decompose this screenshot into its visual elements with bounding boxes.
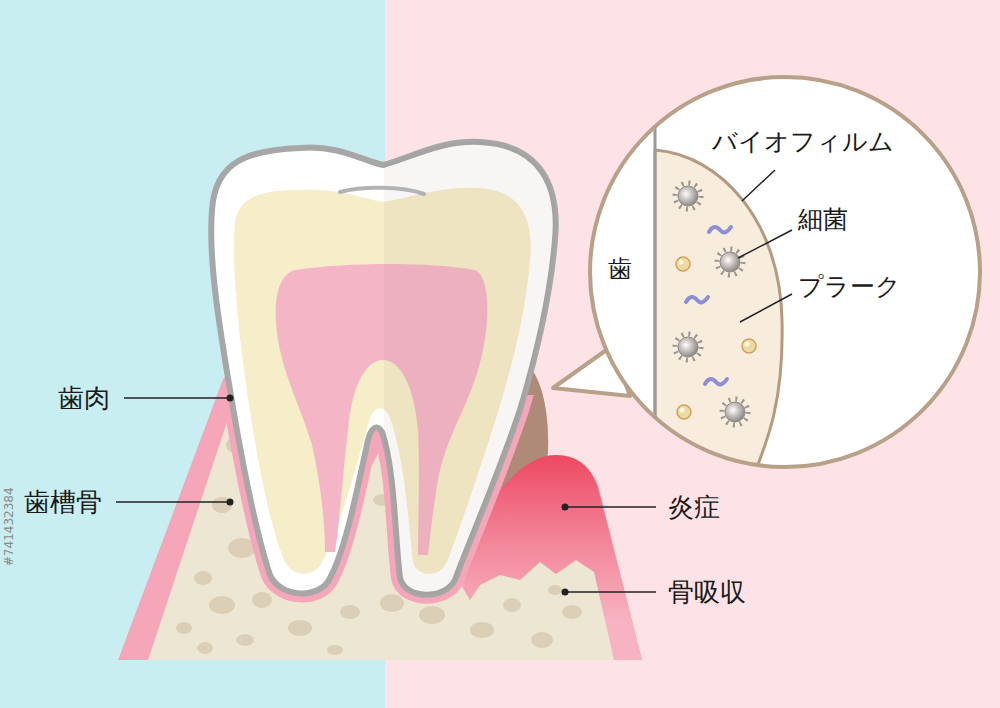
bacterium xyxy=(675,334,701,360)
part-label: 細菌 xyxy=(798,205,848,235)
bacterium xyxy=(722,399,748,425)
coccus xyxy=(676,257,690,271)
callout-leaders xyxy=(738,170,792,322)
bacterium xyxy=(717,249,743,275)
part-label: 炎症 xyxy=(668,492,720,523)
stock-id-watermark: #741432384 xyxy=(2,492,16,566)
part-label: 骨吸収 xyxy=(668,577,746,608)
spirochete xyxy=(705,379,727,384)
bacterium xyxy=(675,183,701,209)
part-label: バイオフィルム xyxy=(712,127,894,157)
crown-highlight xyxy=(340,188,424,194)
coccus xyxy=(742,339,756,353)
spirochete xyxy=(709,227,731,232)
callout-circle-fill xyxy=(590,77,980,467)
part-label: 歯槽骨 xyxy=(24,487,102,518)
leader-dots xyxy=(227,395,569,596)
callout-circle xyxy=(590,77,980,467)
tooth-label: 歯 xyxy=(608,255,632,284)
part-label: 歯肉 xyxy=(58,383,110,414)
tooth-shade xyxy=(384,130,574,610)
callout-circle-node: 歯 バイオフィルム細菌プラーク xyxy=(588,75,982,469)
coccus xyxy=(677,405,691,419)
leader-lines xyxy=(116,398,656,592)
part-label: プラーク xyxy=(798,272,901,302)
spirochete xyxy=(686,297,708,302)
